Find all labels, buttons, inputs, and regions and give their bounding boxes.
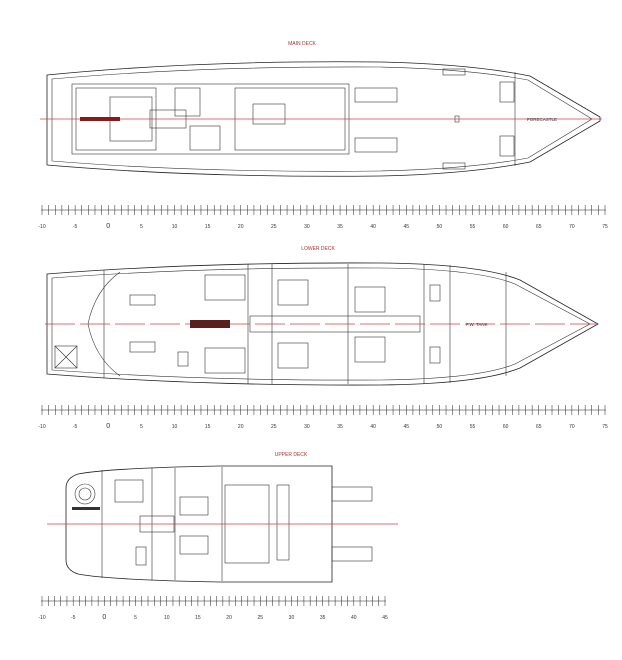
cabin-bed <box>354 336 386 363</box>
ruler-label: 40 <box>370 424 376 430</box>
ruler-label: 5 <box>140 424 143 430</box>
lower-deck: LOWER DECK F.W. TANK -10 -5 0 5 10 15 20 25 30 35… <box>38 246 608 430</box>
ruler-label: 55 <box>470 424 476 430</box>
main-deck-hull <box>46 61 601 177</box>
main-deck: MAIN DECK FORECASTLE -10 -5 0 5 10 15 20 25 30 35… <box>38 41 608 230</box>
lower-deck-title: LOWER DECK <box>301 246 335 252</box>
lower-deck-hull <box>46 262 599 386</box>
ruler-label: 60 <box>503 224 509 230</box>
ruler-label: 35 <box>337 224 343 230</box>
ruler-label: 40 <box>351 615 357 621</box>
ruler-label: 10 <box>172 424 178 430</box>
upper-deck-hull <box>65 465 333 583</box>
stairs-port <box>354 87 398 103</box>
ruler-label: 30 <box>289 615 295 621</box>
ruler-label: 45 <box>382 615 388 621</box>
cabin-bed <box>277 279 309 306</box>
stairs <box>252 103 286 125</box>
ruler-label: 25 <box>257 615 263 621</box>
fw-tank-label: F.W. TANK <box>466 322 488 327</box>
ruler-label: -5 <box>71 615 76 621</box>
ruler-label: 25 <box>271 424 277 430</box>
ruler-label: 10 <box>164 615 170 621</box>
cabin-bed <box>354 286 386 313</box>
ruler-label: 20 <box>238 224 244 230</box>
ruler-label: 30 <box>304 424 310 430</box>
ruler-label: 50 <box>437 224 443 230</box>
ruler-label: 10 <box>172 224 178 230</box>
cabin-bed <box>277 342 309 369</box>
ruler-label: 0 <box>106 223 110 230</box>
ruler-label: 5 <box>134 615 137 621</box>
ruler-label: 40 <box>370 224 376 230</box>
ruler-label: 70 <box>569 224 575 230</box>
ruler-label: 15 <box>205 224 211 230</box>
upper-deck-ruler: -10 -5 0 5 10 15 20 25 30 35 40 45 <box>38 596 388 621</box>
ruler-label: -10 <box>38 224 45 230</box>
ruler-label: -5 <box>73 224 78 230</box>
ruler-label: 35 <box>320 615 326 621</box>
lower-deck-ruler: -10 -5 0 5 10 15 20 25 30 35 40 45 50 55 60 65 70 75 <box>38 405 608 430</box>
ruler-label: 25 <box>271 224 277 230</box>
stairs-port <box>331 486 373 502</box>
main-deck-title: MAIN DECK <box>288 41 316 47</box>
ruler-label: 70 <box>569 424 575 430</box>
forecastle-label: FORECASTLE <box>527 117 557 122</box>
ruler-label: 0 <box>102 614 106 621</box>
ruler-label: 0 <box>106 423 110 430</box>
ruler-label: 45 <box>404 424 410 430</box>
ruler-label: -10 <box>38 615 45 621</box>
stairs-starboard <box>331 546 373 562</box>
ruler-label: 60 <box>503 424 509 430</box>
ruler-label: 30 <box>304 224 310 230</box>
upper-deck: UPPER DECK -10 -5 0 5 10 15 20 25 30 35 40 45 <box>38 452 398 621</box>
ruler-label: 65 <box>536 424 542 430</box>
ruler-label: 5 <box>140 224 143 230</box>
ruler-label: 50 <box>437 424 443 430</box>
ruler-label: 75 <box>602 424 608 430</box>
upper-deck-title: UPPER DECK <box>275 452 308 458</box>
ruler-label: 20 <box>238 424 244 430</box>
ruler-label: 75 <box>602 224 608 230</box>
stairs-starboard <box>354 137 398 153</box>
ruler-label: -5 <box>73 424 78 430</box>
ruler-label: -10 <box>38 424 45 430</box>
main-deck-ruler: -10 -5 0 5 10 15 20 25 30 35 40 45 50 55 60 65 70 75 <box>38 205 608 230</box>
ruler-label: 15 <box>205 424 211 430</box>
ruler-label: 55 <box>470 224 476 230</box>
ruler-label: 20 <box>226 615 232 621</box>
ruler-label: 45 <box>404 224 410 230</box>
ruler-label: 65 <box>536 224 542 230</box>
ruler-label: 15 <box>195 615 201 621</box>
ruler-label: 35 <box>337 424 343 430</box>
